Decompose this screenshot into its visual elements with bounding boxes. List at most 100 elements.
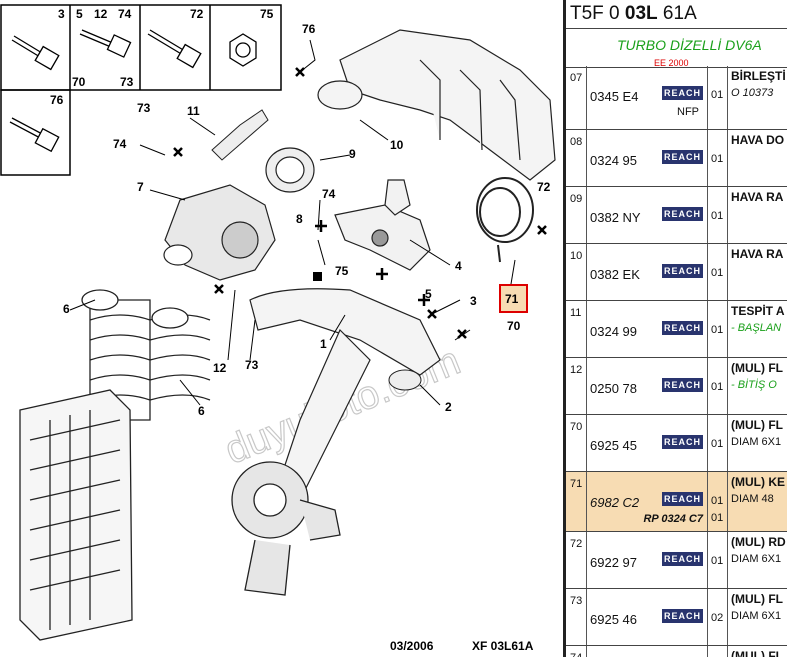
svg-text:74: 74	[322, 187, 336, 201]
reach-badge[interactable]: REACH	[662, 435, 703, 449]
table-row[interactable]: 72 6922 97 REACH 01 (MUL) RD DIAM 6X1	[566, 532, 787, 589]
reach-badge[interactable]: REACH	[662, 609, 703, 623]
row-position: 11	[570, 307, 582, 319]
svg-text:73: 73	[120, 75, 134, 89]
part-description-detail: DIAM 6X1	[731, 436, 782, 448]
part-reference[interactable]: 0324 99	[590, 324, 637, 339]
row-position: 74	[570, 652, 582, 657]
part-description: HAVA RA	[731, 190, 784, 204]
reach-badge[interactable]: REACH	[662, 207, 703, 221]
row-position: 72	[570, 538, 583, 550]
part-description-detail: - BİTİŞ O	[731, 379, 777, 391]
part-reference[interactable]: 0382 NY	[590, 210, 641, 225]
reach-badge[interactable]: REACH	[662, 492, 703, 506]
throttle-body-7	[163, 184, 276, 281]
parts-list-panel: T5F 0 03L 61A TURBO DİZELLİ DV6A EE 2000…	[566, 0, 787, 657]
row-quantity: 01	[711, 381, 724, 393]
row-position: 73	[570, 595, 583, 607]
hose-9	[265, 147, 315, 193]
part-reference[interactable]: 6925 46	[590, 612, 637, 627]
engine-subtitle-bar: TURBO DİZELLİ DV6A EE 2000	[566, 28, 787, 68]
svg-text:74: 74	[118, 7, 132, 21]
svg-text:72: 72	[190, 7, 204, 21]
selected-callout-71[interactable]: 71	[499, 284, 528, 313]
part-description-detail: DIAM 6X1	[731, 610, 782, 622]
row-quantity: 01	[711, 267, 724, 279]
row-position: 09	[570, 193, 583, 205]
hoses-6	[81, 289, 211, 421]
svg-text:73: 73	[245, 358, 259, 372]
table-row[interactable]: 10 0382 EK REACH 01 HAVA RA	[566, 244, 787, 301]
svg-text:73: 73	[137, 101, 151, 115]
svg-text:74: 74	[113, 137, 127, 151]
bracket-4	[334, 179, 431, 271]
part-reference[interactable]: 6982 C2	[590, 495, 640, 510]
callout-numbers: 76 11 73 74 9 10 7 74 8 75 4 72 3 5 70 1…	[63, 22, 551, 418]
reach-badge[interactable]: REACH	[662, 321, 703, 335]
reach-badge[interactable]: REACH	[662, 150, 703, 164]
part-description: HAVA DO	[731, 133, 785, 147]
footer-code: XF 03L61A	[472, 639, 534, 653]
table-row[interactable]: 12 0250 78 REACH 01 (MUL) FL - BİTİŞ O	[566, 358, 787, 415]
part-description: HAVA RA	[731, 247, 784, 261]
svg-text:6: 6	[63, 302, 70, 316]
leader-lines	[69, 39, 516, 406]
part-reference[interactable]: 0382 EK	[590, 267, 640, 282]
part-reference[interactable]: 0250 78	[590, 381, 637, 396]
pipe-1	[249, 288, 441, 502]
part-reference[interactable]: 6925 45	[590, 438, 637, 453]
svg-text:72: 72	[537, 180, 551, 194]
row-position: 12	[570, 364, 583, 376]
row-position: 10	[570, 250, 583, 262]
reach-badge[interactable]: REACH	[662, 378, 703, 392]
part-description-detail: O 10373	[731, 87, 774, 99]
row-position: 07	[570, 72, 583, 84]
turbocharger	[231, 461, 341, 596]
row-quantity: 01	[711, 324, 724, 336]
svg-text:12: 12	[94, 7, 108, 21]
engine-subtitle: TURBO DİZELLİ DV6A	[617, 37, 762, 53]
svg-text:2: 2	[445, 400, 452, 414]
part-reference[interactable]: 0345 E4	[590, 89, 639, 104]
svg-text:9: 9	[349, 147, 356, 161]
svg-text:5: 5	[76, 7, 83, 21]
table-row[interactable]: 09 0382 NY REACH 01 HAVA RA	[566, 187, 787, 244]
svg-text:70: 70	[72, 75, 86, 89]
part-description: (MUL) FL	[731, 361, 783, 375]
table-row[interactable]: 74 (MUL) FL	[566, 646, 787, 657]
part-reference[interactable]: 0324 95	[590, 153, 637, 168]
reach-badge[interactable]: REACH	[662, 552, 703, 566]
reach-badge[interactable]: REACH	[662, 264, 703, 278]
part-reference[interactable]: 6922 97	[590, 555, 637, 570]
part-description: (MUL) FL	[731, 649, 783, 657]
svg-text:3: 3	[470, 294, 477, 308]
svg-text:4: 4	[455, 259, 462, 273]
row-note: NFP	[677, 106, 699, 118]
svg-text:12: 12	[213, 361, 227, 375]
svg-text:75: 75	[260, 7, 274, 21]
part-description-detail: DIAM 6X1	[731, 553, 782, 565]
svg-text:7: 7	[137, 180, 144, 194]
row-quantity: 01	[711, 210, 724, 222]
part-description: (MUL) KE	[731, 475, 785, 489]
svg-text:70: 70	[507, 319, 521, 333]
part-description: (MUL) FL	[731, 592, 783, 606]
row-quantity-2: 01	[711, 512, 724, 524]
svg-text:1: 1	[320, 337, 327, 351]
svg-text:76: 76	[302, 22, 316, 36]
row-quantity: 01	[711, 555, 724, 567]
subtitle-note: EE 2000	[654, 58, 689, 68]
row-quantity: 01	[711, 438, 724, 450]
clamp-71	[476, 177, 534, 263]
part-description: (MUL) RD	[731, 535, 786, 549]
reach-badge[interactable]: REACH	[662, 86, 703, 100]
part-description-detail: DIAM 48	[731, 493, 774, 505]
row-quantity: 01	[711, 89, 724, 101]
